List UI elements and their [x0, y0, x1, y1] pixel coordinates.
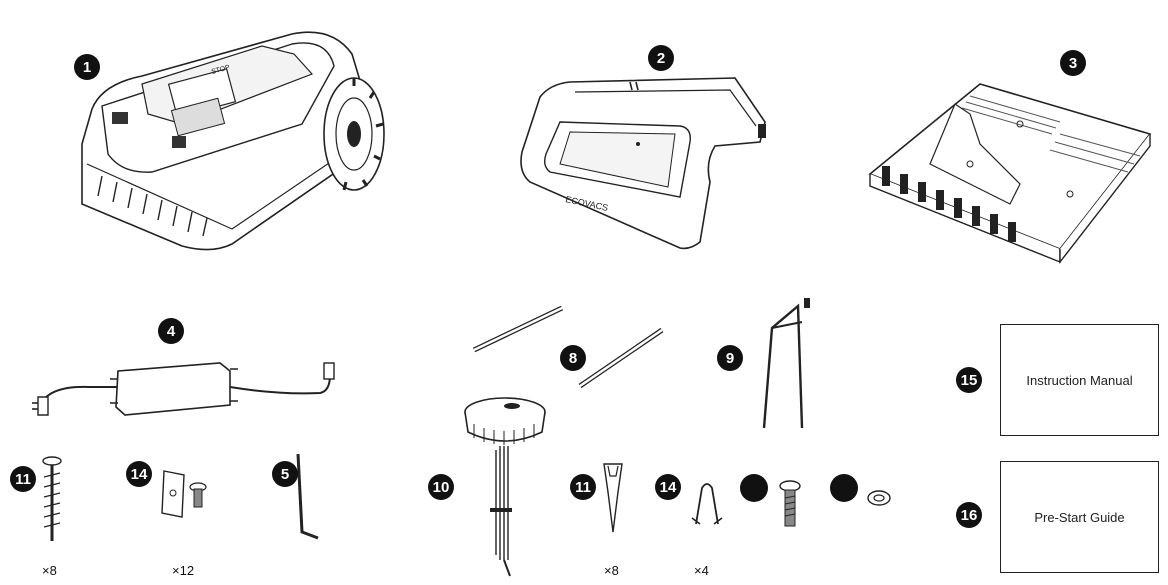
power-adapter-illustration	[32, 362, 335, 416]
instruction-manual: Instruction Manual	[1000, 324, 1159, 436]
charging-station: ECOVACS	[510, 62, 780, 252]
bracket-set	[158, 465, 218, 525]
cable-peg	[600, 462, 626, 534]
rtk-antenna	[460, 390, 550, 580]
bracket-quantity: ×12	[172, 563, 195, 578]
robot-mower-illustration: STOP	[81, 31, 385, 251]
badge-4: 4	[158, 318, 184, 344]
badge-7: 11	[10, 466, 36, 492]
robot-mower: STOP	[62, 14, 392, 254]
washer-illustration	[867, 490, 891, 506]
rtk-antenna-illustration	[464, 397, 546, 577]
ground-screw	[40, 455, 64, 545]
bolt-marker	[740, 474, 768, 502]
extension-rods	[462, 300, 672, 395]
washer-marker	[830, 474, 858, 502]
charging-station-illustration: ECOVACS	[520, 77, 766, 250]
screw-quantity: ×8	[42, 563, 57, 578]
badge-9: 9	[717, 345, 743, 371]
extension-rods-illustration	[472, 305, 664, 389]
badge-8: 8	[560, 345, 586, 371]
allen-key	[292, 452, 322, 547]
badge-6: 14	[126, 461, 152, 487]
bolt-illustration	[779, 480, 801, 527]
bracket-set-illustration	[161, 470, 207, 518]
badge-10: 10	[428, 474, 454, 500]
badge-2: 2	[648, 45, 674, 71]
wire-clip	[690, 478, 724, 528]
badge-14: 14	[655, 474, 681, 500]
bolt	[778, 480, 802, 530]
washer	[866, 488, 892, 508]
cable-peg-illustration	[603, 463, 623, 533]
badge-16: 16	[956, 502, 982, 528]
badge-11: 11	[570, 474, 596, 500]
pre-start-guide: Pre-Start Guide	[1000, 461, 1159, 573]
wire-clip-illustration	[691, 483, 723, 525]
ground-stake-illustration	[762, 298, 810, 429]
clip-quantity: ×4	[694, 563, 709, 578]
badge-5: 5	[272, 461, 298, 487]
ground-stake	[758, 298, 818, 430]
power-adapter	[30, 345, 350, 435]
badge-3: 3	[1060, 50, 1086, 76]
base-plate	[860, 64, 1160, 265]
peg-quantity: ×8	[604, 563, 619, 578]
ground-screw-illustration	[42, 456, 62, 541]
allen-key-illustration	[296, 453, 319, 540]
mower-panel-text: STOP	[211, 64, 231, 76]
badge-1: 1	[74, 54, 100, 80]
base-plate-illustration	[868, 83, 1152, 265]
badge-15: 15	[956, 367, 982, 393]
